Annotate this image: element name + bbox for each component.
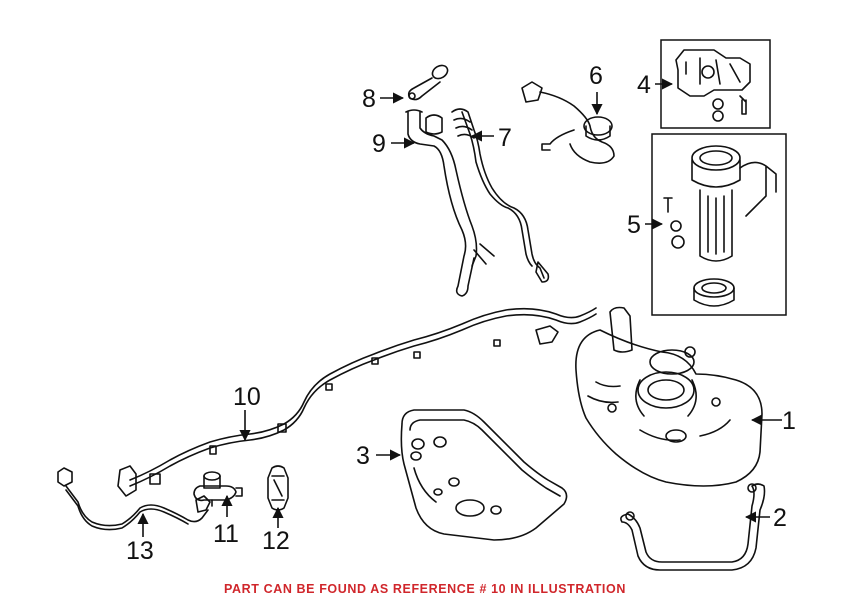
- callout-2: 2: [773, 504, 787, 532]
- reference-note: PART CAN BE FOUND AS REFERENCE # 10 IN I…: [224, 582, 626, 596]
- callout-6: 6: [589, 62, 603, 90]
- callout-3: 3: [356, 442, 370, 470]
- part-13-illustration: [57, 467, 211, 531]
- part-10-illustration: [117, 307, 597, 497]
- part-12-illustration: [267, 465, 289, 511]
- part-7-illustration: [451, 108, 550, 283]
- part-9-illustration: [405, 109, 495, 297]
- leader-lines: [137, 78, 782, 537]
- part-6-illustration: [521, 81, 615, 164]
- part-11-illustration: [193, 471, 243, 507]
- part-8-illustration: [407, 64, 449, 101]
- callout-13: 13: [126, 537, 154, 565]
- callout-10: 10: [233, 383, 261, 411]
- callout-12: 12: [262, 527, 290, 555]
- part-2-illustration: [620, 483, 766, 571]
- part-1-illustration: [575, 306, 763, 487]
- part-5-box: [651, 133, 787, 316]
- part-5-illustration: [663, 145, 777, 307]
- callout-8: 8: [362, 85, 376, 113]
- callout-5: 5: [627, 211, 641, 239]
- part-3-illustration: [400, 409, 568, 541]
- callout-1: 1: [782, 407, 796, 435]
- callout-11: 11: [213, 520, 239, 548]
- callout-4: 4: [637, 71, 651, 99]
- callout-7: 7: [498, 124, 512, 152]
- callout-9: 9: [372, 130, 386, 158]
- part-4-illustration: [675, 49, 751, 122]
